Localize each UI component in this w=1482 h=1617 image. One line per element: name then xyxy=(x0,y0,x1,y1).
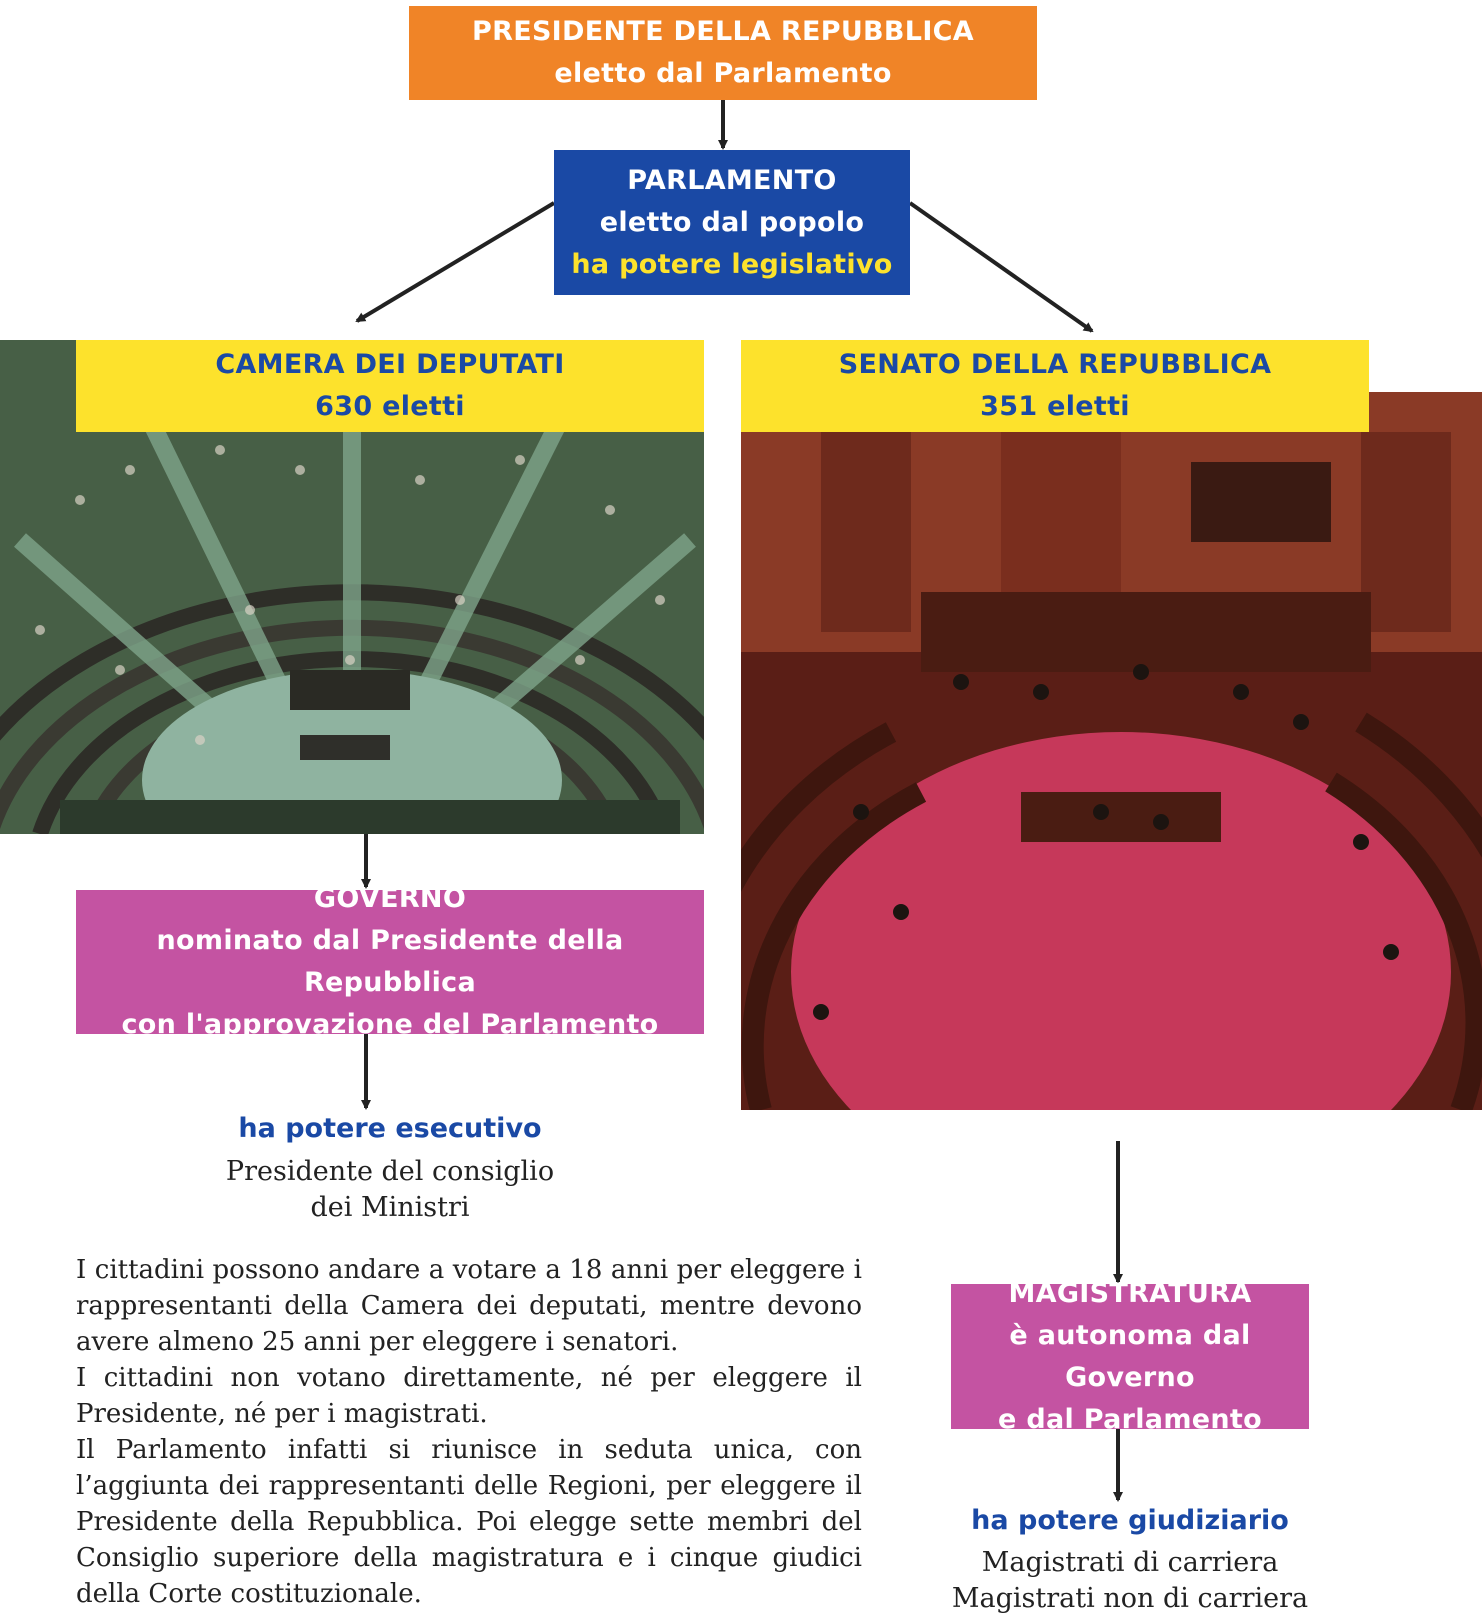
governo-title: GOVERNO xyxy=(313,883,467,914)
magistratura-line2: e dal Parlamento xyxy=(998,1403,1262,1435)
senato-box: SENATO DELLA REPUBBLICA 351 eletti xyxy=(741,340,1369,432)
magistratura-member-line2: Magistrati non di carriera xyxy=(951,1583,1309,1614)
arrow-parliament-senato xyxy=(908,201,1094,333)
senato-title: SENATO DELLA REPUBBLICA xyxy=(838,349,1272,380)
magistratura-member-line1: Magistrati di carriera xyxy=(981,1547,1279,1578)
parliament-box: PARLAMENTO eletto dal popolo ha potere l… xyxy=(554,150,910,295)
parliament-line1: eletto dal popolo xyxy=(599,206,865,238)
camera-title: CAMERA DEI DEPUTATI xyxy=(215,349,565,380)
president-title: PRESIDENTE DELLA REPUBBLICA xyxy=(472,16,974,47)
paragraph-3: Il Parlamento infatti si riunisce in sed… xyxy=(76,1435,862,1609)
senato-count: 351 eletti xyxy=(980,391,1130,422)
governo-members: Presidente del consiglio dei Ministri xyxy=(76,1154,704,1226)
paragraph-1: I cittadini possono andare a votare a 18… xyxy=(76,1255,862,1357)
magistratura-line1: è autonoma dal Governo xyxy=(1009,1319,1251,1393)
governo-member-line2: dei Ministri xyxy=(310,1192,470,1223)
governo-box: GOVERNO nominato dal Presidente della Re… xyxy=(76,883,704,1040)
president-subtitle: eletto dal Parlamento xyxy=(554,58,892,89)
governo-member-line1: Presidente del consiglio xyxy=(225,1156,555,1187)
magistratura-box: MAGISTRATURA è autonoma dal Governo e da… xyxy=(951,1278,1309,1435)
arrow-parliament-camera xyxy=(355,201,556,323)
magistratura-title: MAGISTRATURA xyxy=(1008,1277,1252,1309)
camera-count: 630 eletti xyxy=(315,391,465,422)
magistratura-power: ha potere giudiziario xyxy=(971,1505,1289,1536)
governo-power: ha potere esecutivo xyxy=(238,1113,542,1144)
president-box: PRESIDENTE DELLA REPUBBLICA eletto dal P… xyxy=(409,6,1037,100)
parliament-title: PARLAMENTO xyxy=(627,164,837,196)
explanation-text: I cittadini possono andare a votare a 18… xyxy=(76,1252,862,1612)
governo-line2: con l'approvazione del Parlamento xyxy=(121,1009,659,1040)
camera-box: CAMERA DEI DEPUTATI 630 eletti xyxy=(76,340,704,432)
governo-line1: nominato dal Presidente della Repubblica xyxy=(156,925,624,998)
parliament-line2: ha potere legislativo xyxy=(571,248,893,280)
senato-della-repubblica-photo xyxy=(741,392,1482,1110)
paragraph-2: I cittadini non votano direttamente, né … xyxy=(76,1363,862,1429)
magistratura-members: Magistrati di carriera Magistrati non di… xyxy=(930,1545,1330,1617)
